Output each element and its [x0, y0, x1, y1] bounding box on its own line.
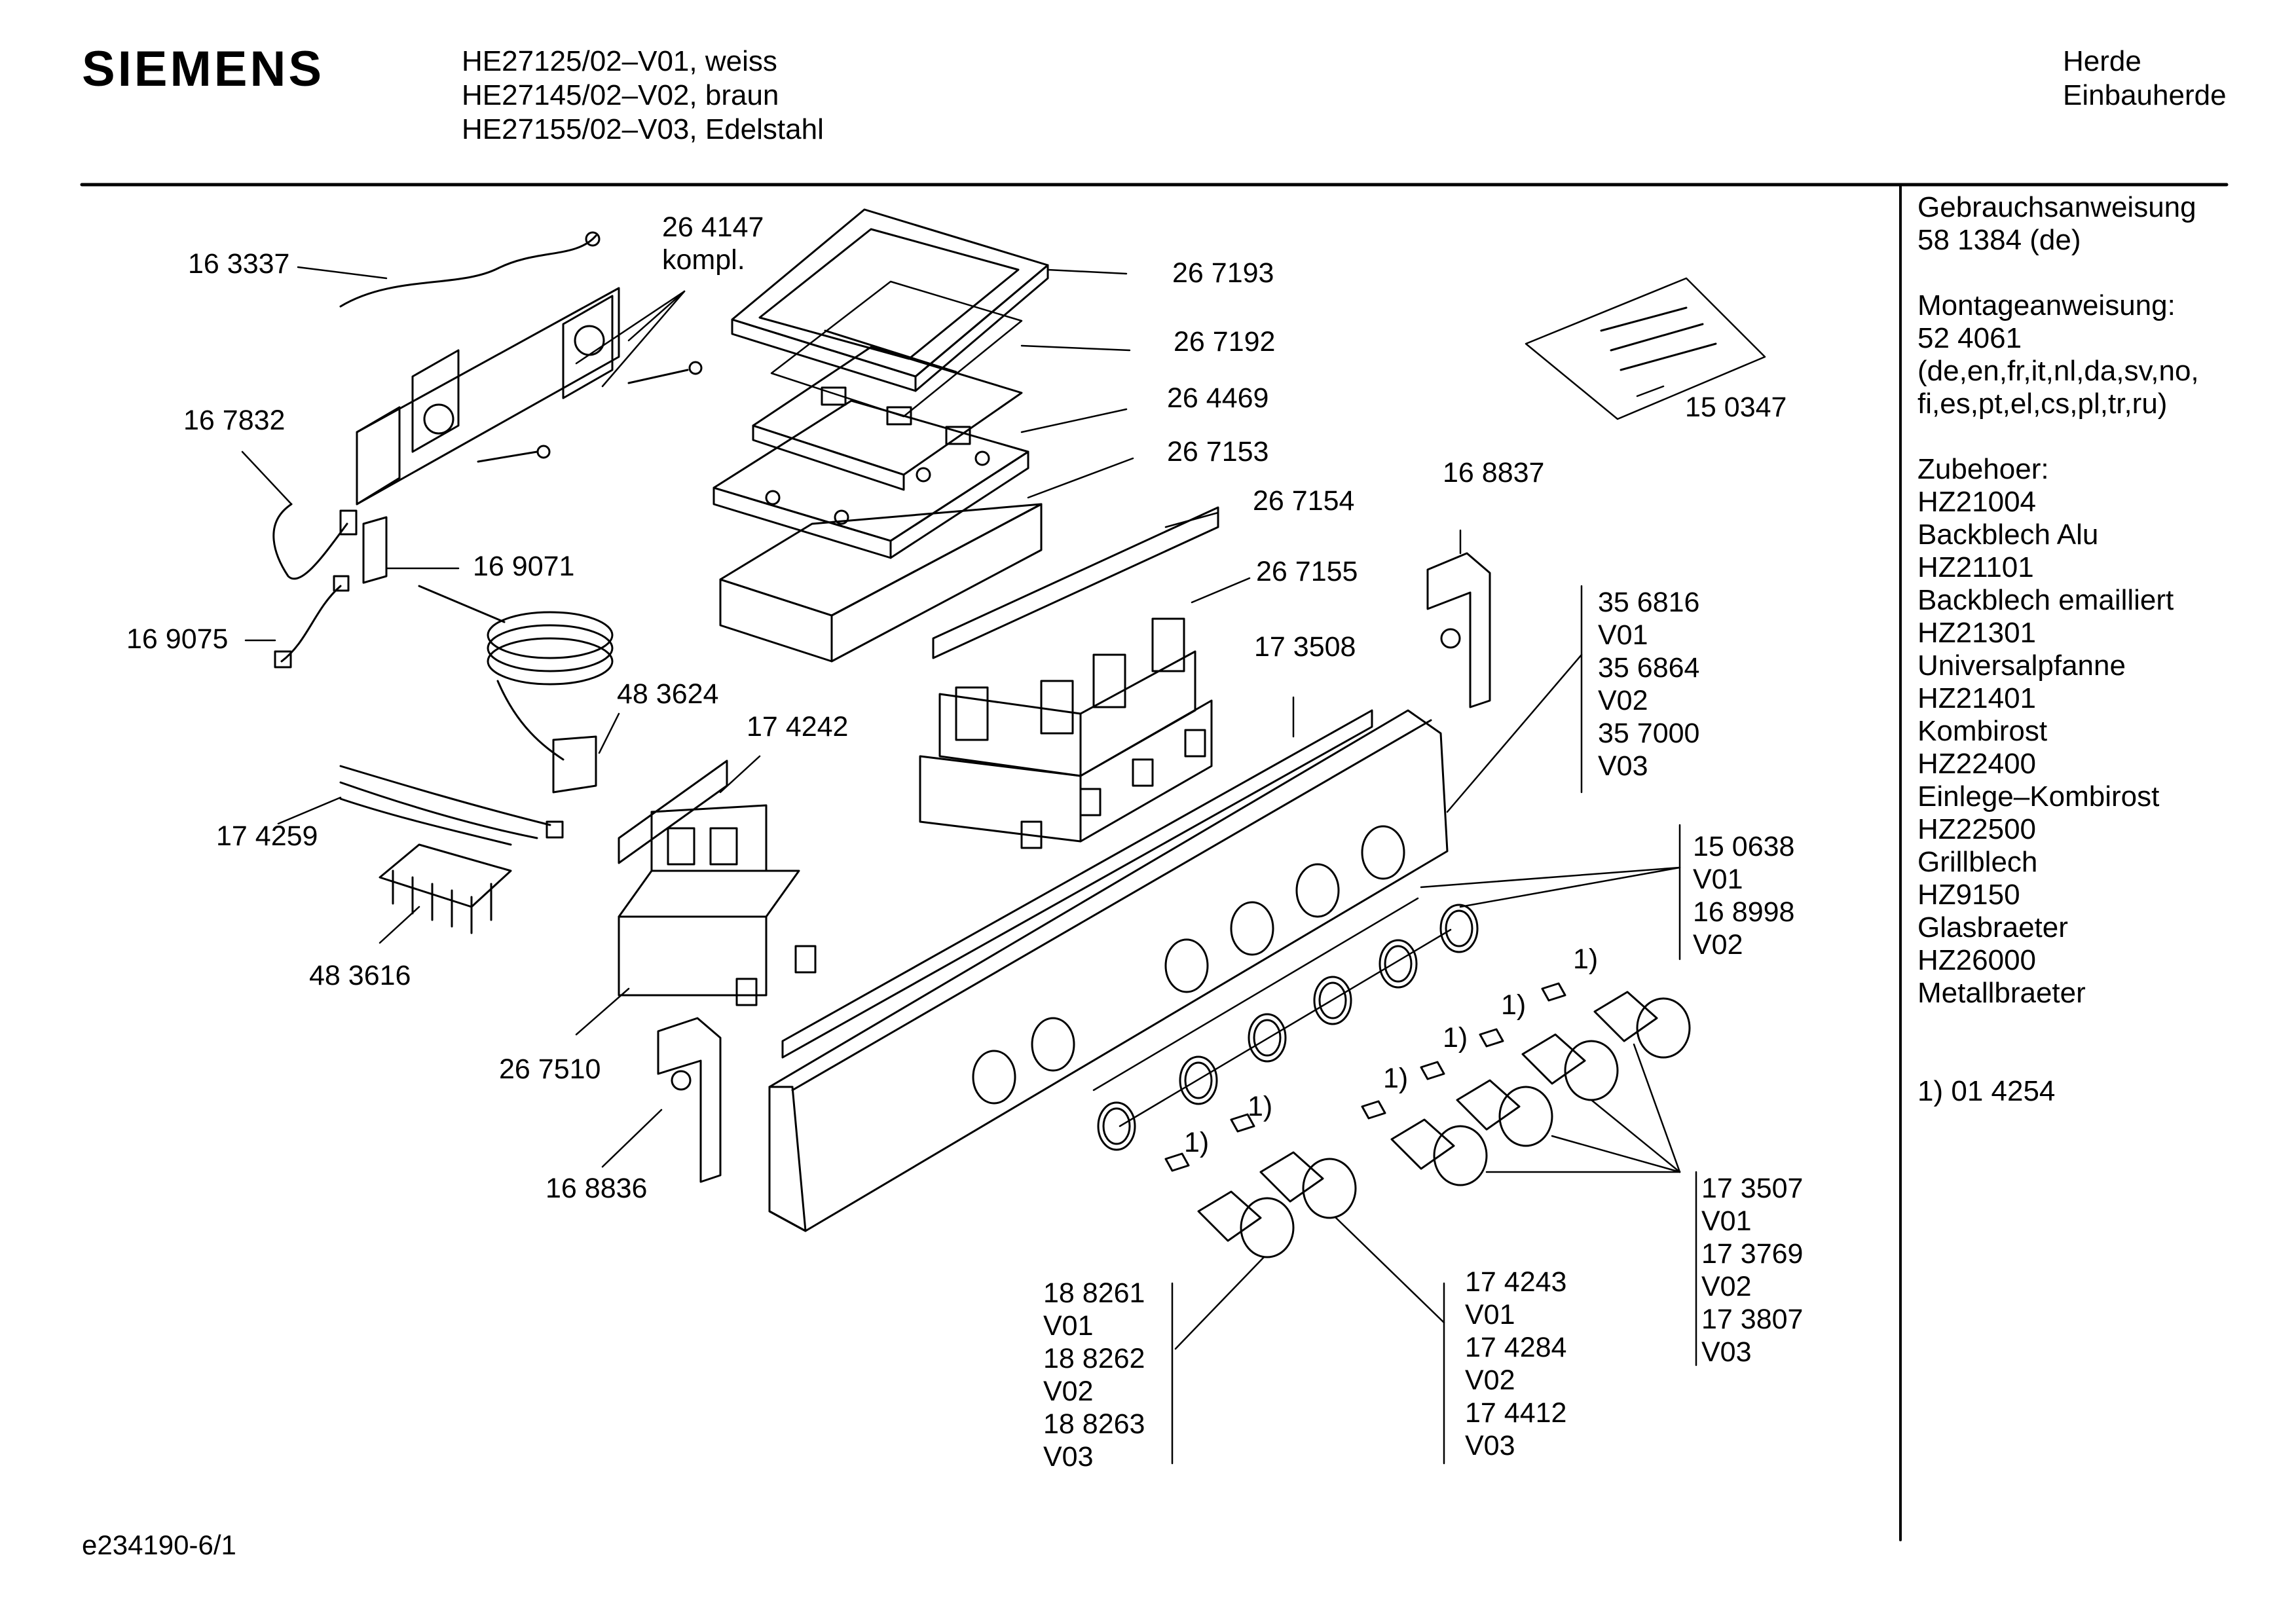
sidebar-line: Kombirost: [1917, 715, 2048, 747]
part-label-174259: 17 4259: [216, 820, 318, 852]
sidebar-line: Universalpfanne: [1917, 650, 2126, 682]
sidebar-line: 1) 01 4254: [1917, 1075, 2056, 1107]
part-label-267510: 26 7510: [499, 1053, 601, 1085]
part-label-483624: 48 3624: [617, 678, 719, 710]
sidebar-line: Glasbraeter: [1917, 911, 2068, 943]
category-block: Herde Einbauherde: [2063, 45, 2227, 113]
model-list: HE27125/02–V01, weiss HE27145/02–V02, br…: [462, 45, 824, 147]
model-line: HE27125/02–V01, weiss: [462, 45, 777, 77]
terminal-169071: [362, 516, 388, 584]
sidebar-line: Zubehoer:: [1917, 453, 2049, 485]
sidebar-line: Gebrauchsanweisung: [1917, 191, 2196, 223]
strip-267154: [932, 506, 1219, 659]
footnote-marker: 1): [1501, 989, 1527, 1021]
category-line: Einbauherde: [2063, 79, 2227, 111]
clips: [735, 729, 1206, 1006]
part-label-267192: 26 7192: [1174, 326, 1276, 357]
sidebar-line: Backblech Alu: [1917, 519, 2099, 551]
parts-bag-150347: [1525, 277, 1766, 420]
part-label-169075: 16 9075: [126, 623, 229, 655]
sidebar-line: [1917, 1042, 2199, 1075]
bracket-168836: [657, 1017, 722, 1183]
sidebar-line: HZ22500: [1917, 813, 2037, 845]
control-panel-173508: [768, 709, 1449, 1232]
sidebar-line: [1917, 420, 2199, 453]
sidebar-line: HZ21401: [1917, 682, 2037, 714]
part-label-167832: 16 7832: [183, 405, 286, 436]
sidebar-line: Einlege–Kombirost: [1917, 780, 2160, 813]
part-label-267153: 26 7153: [1167, 436, 1269, 467]
leader-lines: [241, 266, 1697, 1465]
category-line: Herde: [2063, 45, 2141, 77]
sidebar-line: 52 4061: [1917, 322, 2022, 354]
frame-267192: [770, 280, 1023, 418]
footnote-marker: 1): [1383, 1063, 1409, 1094]
sensor-coil-483624: [418, 585, 614, 794]
part-label-168836: 16 8836: [546, 1173, 648, 1204]
sidebar-line: fi,es,pt,el,cs,pl,tr,ru): [1917, 388, 2168, 420]
module-267155: [919, 617, 1213, 843]
part-label-267155: 26 7155: [1256, 556, 1358, 587]
cable-169075: [280, 585, 342, 663]
model-line: HE27155/02–V03, Edelstahl: [462, 113, 824, 145]
footnote-marker: 1): [1248, 1091, 1273, 1122]
bezel-rings-150638: [1097, 904, 1479, 1151]
footnote-marker: 1): [1573, 943, 1599, 975]
cable-167832: [272, 503, 348, 580]
sidebar-line: HZ21301: [1917, 617, 2037, 649]
sidebar-line: [1917, 1010, 2199, 1042]
sidebar-line: Grillblech: [1917, 846, 2038, 878]
footnote-marker: 1): [1443, 1022, 1468, 1053]
sidebar-line: Montageanweisung:: [1917, 289, 2176, 321]
sidebar-line: [1917, 257, 2199, 289]
sidebar-line: HZ9150: [1917, 879, 2020, 911]
bracket-168837: [1426, 552, 1491, 708]
sidebar-line: 58 1384 (de): [1917, 224, 2081, 256]
sidebar-line: HZ21101: [1917, 551, 2034, 583]
part-label-264469: 26 4469: [1167, 382, 1269, 414]
part-label-150347: 15 0347: [1685, 392, 1787, 423]
block-267153: [713, 399, 1043, 663]
sidebar-line: Backblech emailliert: [1917, 584, 2174, 616]
switch-483616: [379, 843, 512, 934]
brand-logo: SIEMENS: [82, 41, 325, 97]
shims-014254: [1164, 982, 1566, 1172]
bracket-264147: [356, 287, 703, 505]
sidebar-line: HZ26000: [1917, 944, 2037, 976]
frame-267193: [731, 208, 1049, 392]
sidebar-line: Metallbraeter: [1917, 977, 2086, 1009]
sidebar-line: HZ22400: [1917, 748, 2037, 780]
part-label-483616: 48 3616: [309, 960, 411, 991]
part-label-169071: 16 9071: [473, 551, 575, 582]
footnote-marker: 1): [1184, 1127, 1210, 1158]
drawing-id: e234190-6/1: [82, 1530, 236, 1560]
sidebar-line: HZ21004: [1917, 486, 2037, 518]
part-label-267193: 26 7193: [1172, 257, 1274, 289]
wire-harness-174259: [339, 765, 551, 846]
part-label-267154: 26 7154: [1253, 485, 1355, 517]
housing-267510: [618, 804, 800, 997]
board-264469: [752, 346, 1023, 491]
model-line: HE27145/02–V02, braun: [462, 79, 779, 111]
cable-163337: [339, 234, 597, 308]
part-label-173508: 17 3508: [1254, 631, 1356, 663]
part-label-174242: 17 4242: [747, 711, 849, 742]
sidebar-line: (de,en,fr,it,nl,da,sv,no,: [1917, 355, 2199, 387]
part-label-163337: 16 3337: [188, 248, 290, 280]
part-label-168837: 16 8837: [1443, 457, 1545, 488]
